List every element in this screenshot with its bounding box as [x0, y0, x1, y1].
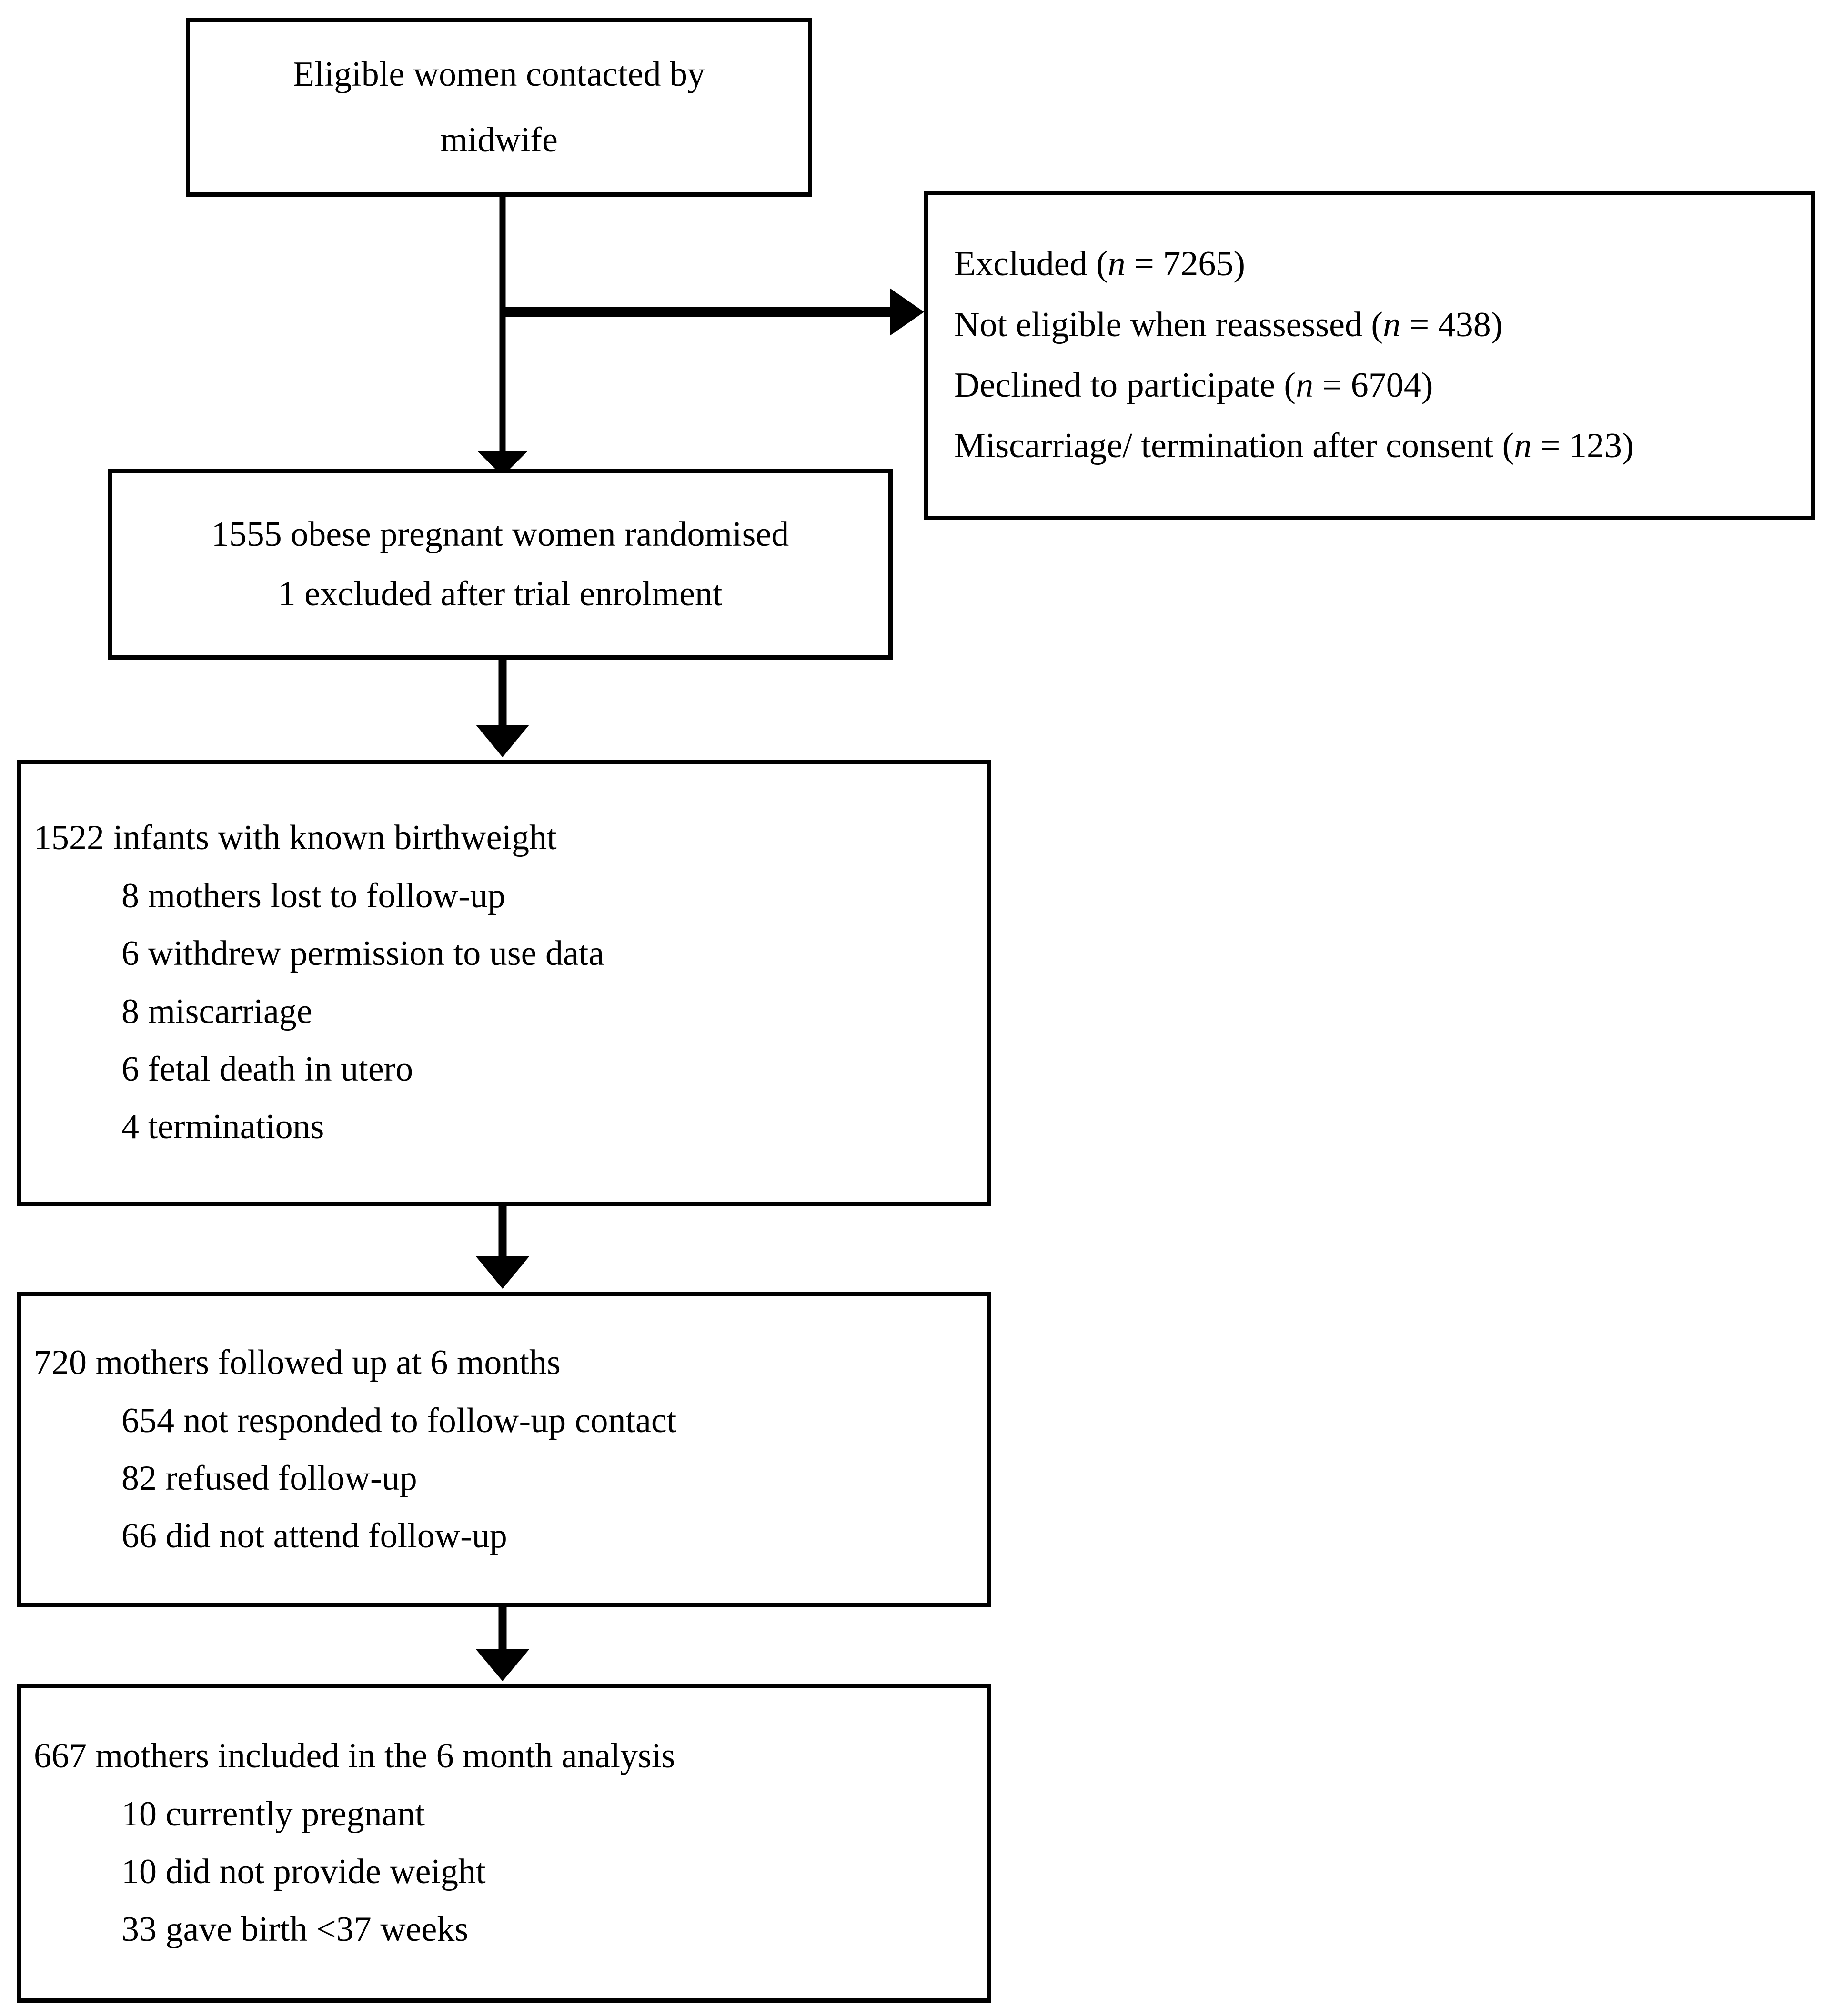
- excluded-total-suffix: = 7265): [1125, 244, 1245, 284]
- followed-up-to-analysis-arrow: [476, 1607, 529, 1681]
- analysis-head-line: 667 mothers included in the 6 month anal…: [34, 1736, 675, 1776]
- followed-up-head-line: 720 mothers followed up at 6 months: [34, 1343, 561, 1383]
- followed-up-sub-line-3: 66 did not attend follow-up: [121, 1516, 507, 1556]
- eligible-women-box: Eligible women contacted by midwife: [186, 18, 812, 197]
- analysis-sub-line-1: 10 currently pregnant: [121, 1794, 425, 1834]
- excluded-total-n-symbol: n: [1108, 244, 1126, 284]
- declined-n-symbol: n: [1296, 366, 1314, 405]
- infants-sub-line-1: 8 mothers lost to follow-up: [121, 876, 505, 915]
- eligible-to-excluded-arrow: [503, 288, 924, 336]
- randomised-line-2: 1 excluded after trial enrolment: [278, 574, 723, 613]
- infants-sub-line-3: 8 miscarriage: [121, 992, 312, 1031]
- followed-up-sub-line-2: 82 refused follow-up: [121, 1459, 417, 1498]
- not-eligible-suffix: = 438): [1400, 305, 1503, 344]
- infants-birthweight-box: 1522 infants with known birthweight 8 mo…: [17, 760, 991, 1206]
- infants-sub-line-5: 4 terminations: [121, 1107, 324, 1147]
- analysis-sub-line-3: 33 gave birth <37 weeks: [121, 1910, 469, 1949]
- miscarriage-prefix: Miscarriage/ termination after consent (: [954, 426, 1514, 466]
- randomised-line-1: 1555 obese pregnant women randomised: [211, 514, 789, 554]
- analysis-sub-line-2: 10 did not provide weight: [121, 1852, 486, 1891]
- infants-sub-line-4: 6 fetal death in utero: [121, 1049, 413, 1089]
- not-eligible-n-symbol: n: [1383, 305, 1401, 344]
- eligible-women-line-1: Eligible women contacted by: [292, 55, 705, 94]
- declined-participate-line: Declined to participate (n = 6704): [943, 366, 1796, 405]
- declined-prefix: Declined to participate (: [954, 366, 1296, 405]
- randomised-box: 1555 obese pregnant women randomised 1 e…: [108, 469, 893, 660]
- infants-head-line: 1522 infants with known birthweight: [34, 818, 557, 858]
- not-eligible-reassessed-line: Not eligible when reassessed (n = 438): [943, 307, 1796, 343]
- miscarriage-termination-line: Miscarriage/ termination after consent (…: [943, 428, 1796, 464]
- followed-up-sub-line-1: 654 not responded to follow-up contact: [121, 1401, 677, 1440]
- miscarriage-n-symbol: n: [1514, 426, 1532, 466]
- followed-up-6-months-box: 720 mothers followed up at 6 months 654 …: [17, 1292, 991, 1607]
- not-eligible-prefix: Not eligible when reassessed (: [954, 305, 1383, 344]
- declined-suffix: = 6704): [1313, 366, 1433, 405]
- eligible-women-line-2: midwife: [440, 120, 558, 160]
- excluded-box: Excluded (n = 7265) Not eligible when re…: [924, 191, 1815, 520]
- eligible-to-randomised-arrow: [478, 197, 527, 476]
- infants-sub-line-2: 6 withdrew permission to use data: [121, 934, 604, 973]
- six-month-analysis-box: 667 mothers included in the 6 month anal…: [17, 1684, 991, 2003]
- miscarriage-suffix: = 123): [1531, 426, 1634, 466]
- excluded-total-line: Excluded (n = 7265): [943, 246, 1796, 282]
- infants-to-followed-up-arrow: [476, 1206, 529, 1289]
- randomised-to-infants-arrow: [476, 660, 529, 757]
- excluded-total-prefix: Excluded (: [954, 244, 1108, 284]
